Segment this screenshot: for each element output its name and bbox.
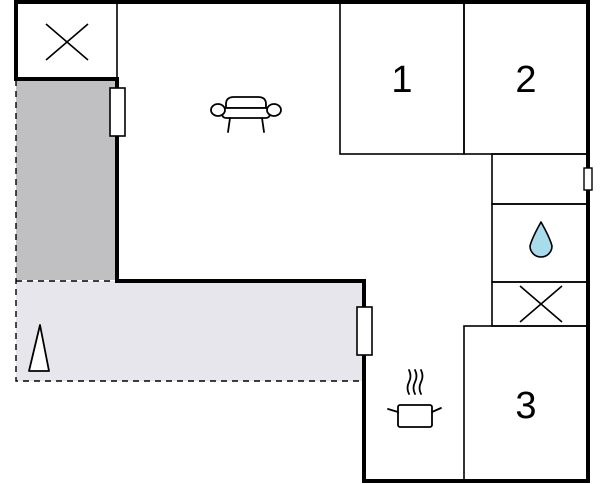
window xyxy=(583,167,593,191)
parasol-icon xyxy=(28,324,50,372)
terrace-dashed-outline xyxy=(15,80,364,382)
water-drop-icon xyxy=(529,221,553,258)
room-label-3: 3 xyxy=(515,385,536,427)
covered-area xyxy=(16,80,117,280)
cross-box-icon xyxy=(45,23,89,61)
terrace-area xyxy=(16,281,364,381)
window xyxy=(356,306,373,356)
room-label-1: 1 xyxy=(391,59,412,101)
window xyxy=(109,87,126,137)
cross-box-icon xyxy=(519,285,563,323)
cooking-pot-icon xyxy=(387,369,442,428)
room-label-2: 2 xyxy=(515,59,536,101)
room-hall xyxy=(491,153,589,205)
sofa-icon xyxy=(210,96,282,133)
room-bedroom-3 xyxy=(463,325,589,482)
